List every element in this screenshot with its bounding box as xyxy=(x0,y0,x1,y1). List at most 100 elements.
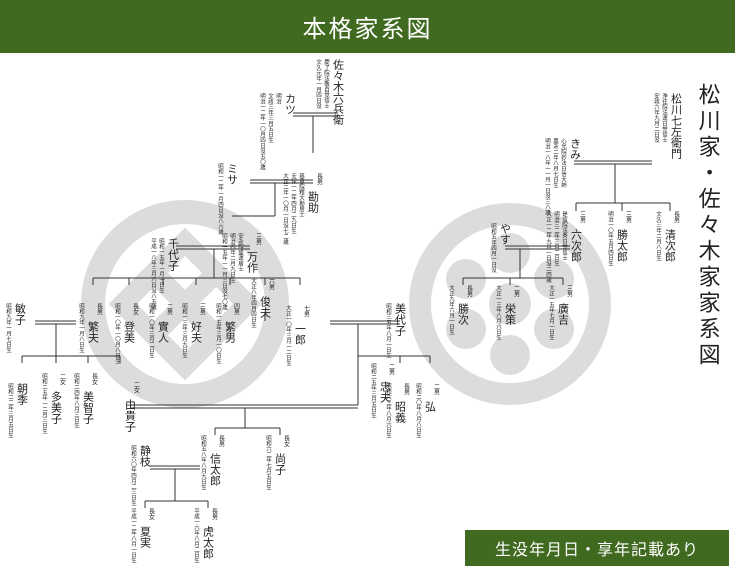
person-note-line: 昭和六二年七月五日生 xyxy=(265,435,272,491)
person-note-line: 文政三年三月五日生 xyxy=(267,92,274,143)
person-name: 登美 xyxy=(123,320,136,343)
person-name: 實人 xyxy=(157,320,170,343)
person-name: 佐々木六兵衛 xyxy=(332,58,345,126)
person-name: 繁夫 xyxy=(87,320,100,344)
person-name: 敏子 xyxy=(14,302,27,325)
person-relation: 長男 xyxy=(96,303,103,316)
person-note-line: 明治 xyxy=(275,93,282,106)
person-relation: 四男 xyxy=(233,303,240,316)
person-name: 虎太郎 xyxy=(202,526,215,559)
person-name: 昭義 xyxy=(394,401,407,423)
page-title: 本格家系図 xyxy=(302,15,433,43)
person-note-line: 昭和一五年三月一〇日生 xyxy=(215,303,222,364)
person-name: カツ xyxy=(284,93,297,115)
person-relation: 二男 xyxy=(433,383,440,396)
person-name: 由貴子 xyxy=(124,398,137,432)
person-relation: 長男 xyxy=(211,508,218,521)
person-name: ミサ xyxy=(226,163,239,185)
person-note-line: 心光院妙法日信大姉 xyxy=(560,138,567,189)
person-name: やす xyxy=(499,223,512,245)
person-name: 栄策 xyxy=(504,302,517,325)
person-relation: 二男 xyxy=(166,303,173,316)
info-badge: 生没年月日・享年記載あり xyxy=(465,530,729,566)
person-relation: 長女 xyxy=(91,373,98,386)
person-relation: 長男 xyxy=(218,435,225,448)
person-name: 勝次 xyxy=(457,302,470,326)
person-note-line: 昭和五八年八月九日生 xyxy=(200,435,207,491)
person-name: 静枝 xyxy=(139,444,152,468)
person-relation: 二男 xyxy=(388,363,395,376)
person-relation: 長男 xyxy=(403,383,410,396)
person-name: 美智子 xyxy=(82,391,95,424)
tree-title: 松川家・佐々木家家系図 xyxy=(694,83,720,369)
person-note-line: 天保一二年四月二九日生 xyxy=(290,173,297,234)
person-relation: 長女 xyxy=(283,435,290,448)
person-name: 一郎 xyxy=(294,323,307,345)
person-note-line: 昭和九年一月八日生 xyxy=(78,303,85,353)
family-tree-diagram: 佐々木六兵衛慶了院法敬自覚信士文久元年一月四日没カツ明治文政三年三月五日生明治一… xyxy=(5,58,683,564)
person-name: 繁男 xyxy=(224,320,237,344)
person-note-line: 安永院盛運居士 xyxy=(237,232,244,272)
person-note-line: 明治四年二月九日生 xyxy=(229,233,236,283)
person-name: 朝季 xyxy=(16,383,29,406)
person-note-line: 昭和六〇年四月二三日生 xyxy=(130,445,137,506)
person-name: 廣吉 xyxy=(557,302,570,326)
person-relation: 二女 xyxy=(59,373,66,386)
person-name: 忠夫 xyxy=(379,381,392,404)
person-name: 万作 xyxy=(246,251,259,273)
person-relation: 三男 xyxy=(255,233,262,246)
crest-watermark-right xyxy=(409,203,611,405)
person-relation: 七男 xyxy=(303,304,310,318)
person-relation: 長男 xyxy=(316,173,323,186)
person-name: 好夫 xyxy=(190,320,203,344)
person-name: きみ xyxy=(569,138,582,160)
person-note-line: 昭和六二年八月六日生 xyxy=(385,383,392,439)
person-note-line: 昭和二二年三月五日生 xyxy=(7,383,14,439)
person-note-line: 昭和九年一月七日生 xyxy=(5,303,12,353)
person-note-line: 大正二年一〇月一日没七二歳 xyxy=(282,172,289,245)
person-note-line: 慈恩院釋大勘居士 xyxy=(298,172,305,218)
person-relation: 長男 xyxy=(673,211,680,224)
person-relation: 三男 xyxy=(625,211,632,224)
person-name: 俊夫 xyxy=(259,295,272,319)
person-name: 六次郎 xyxy=(570,229,583,262)
person-name: 勝太郎 xyxy=(616,228,629,262)
person-relation: 三男 xyxy=(199,303,206,316)
person-relation: 六男 xyxy=(268,277,275,291)
person-name: 多美子 xyxy=(50,390,63,424)
person-note-line: 浄往院法運日誉信士 xyxy=(661,92,668,143)
person-relation: 長女 xyxy=(148,508,155,521)
person-note-line: 安政六年九月二日没 xyxy=(653,92,660,144)
person-note-line: 大正一五年七月一日生 xyxy=(548,284,555,341)
person-note-line: 明治一八年一一月一日没三八歳 xyxy=(544,138,551,216)
person-note-line: 大正一二年九月一日没二四歳 xyxy=(545,210,552,283)
family-tree-canvas: 佐々木六兵衛慶了院法敬自覚信士文久元年一月四日没カツ明治文政三年三月五日生明治一… xyxy=(0,53,735,572)
person-note-line: 文久元年一月四日没 xyxy=(315,58,322,110)
person-relation: 三男 xyxy=(566,285,573,298)
